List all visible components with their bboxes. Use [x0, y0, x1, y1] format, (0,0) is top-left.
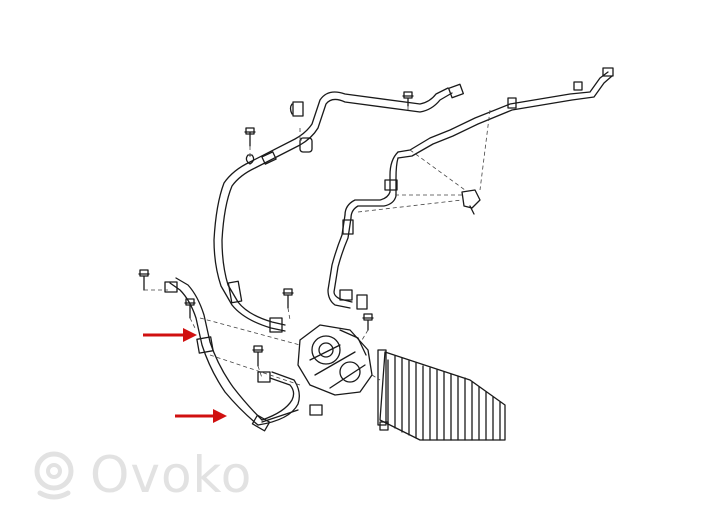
bolt-icon [362, 313, 374, 331]
ovoko-logo-icon [34, 451, 74, 500]
watermark: Ovoko [28, 445, 252, 505]
bolt-icon [402, 91, 414, 107]
callout-arrow-upper-hose [143, 328, 197, 342]
red-arrow-icon [143, 328, 197, 342]
dashed-leaders [144, 106, 491, 386]
bolt-icon [244, 127, 256, 147]
bolt-icon [282, 288, 294, 309]
suction-hose-lower [164, 277, 323, 432]
condenser [377, 349, 506, 441]
pressure-sensor [461, 189, 481, 215]
callout-arrow-lower-hose [175, 409, 227, 423]
ac-compressor [297, 324, 373, 396]
bolts [138, 91, 414, 367]
suction-hose-upper [213, 83, 464, 333]
watermark-text: Ovoko [90, 446, 253, 504]
red-arrow-icon [175, 409, 227, 423]
bolt-icon [252, 345, 264, 367]
bolt-icon [184, 298, 196, 319]
bolt-icon [245, 154, 255, 165]
bolt-icon [138, 269, 150, 291]
discharge-line-upper [327, 67, 614, 310]
